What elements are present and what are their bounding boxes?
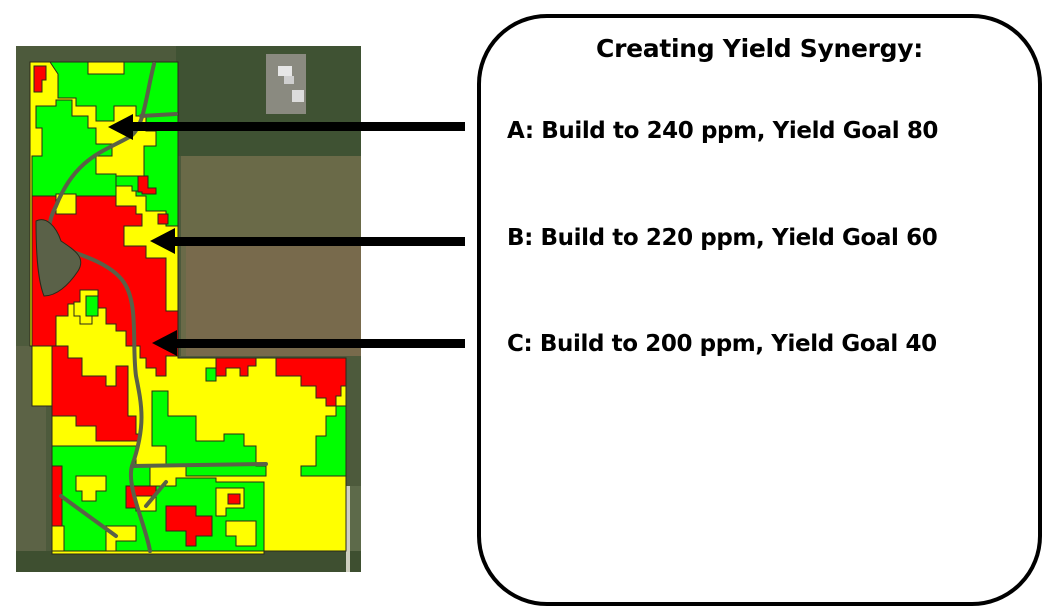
zone-polygons	[29, 61, 347, 555]
field-zone-map	[16, 46, 361, 572]
zone-a-label: A: Build to 240 ppm, Yield Goal 80	[507, 118, 939, 144]
waterway-pond	[35, 219, 82, 297]
legend-title: Creating Yield Synergy:	[596, 34, 923, 63]
zone-c-label: C: Build to 200 ppm, Yield Goal 40	[507, 331, 937, 357]
zone-b-label: B: Build to 220 ppm, Yield Goal 60	[507, 225, 938, 251]
legend-box: Creating Yield Synergy: A: Build to 240 …	[477, 14, 1042, 606]
